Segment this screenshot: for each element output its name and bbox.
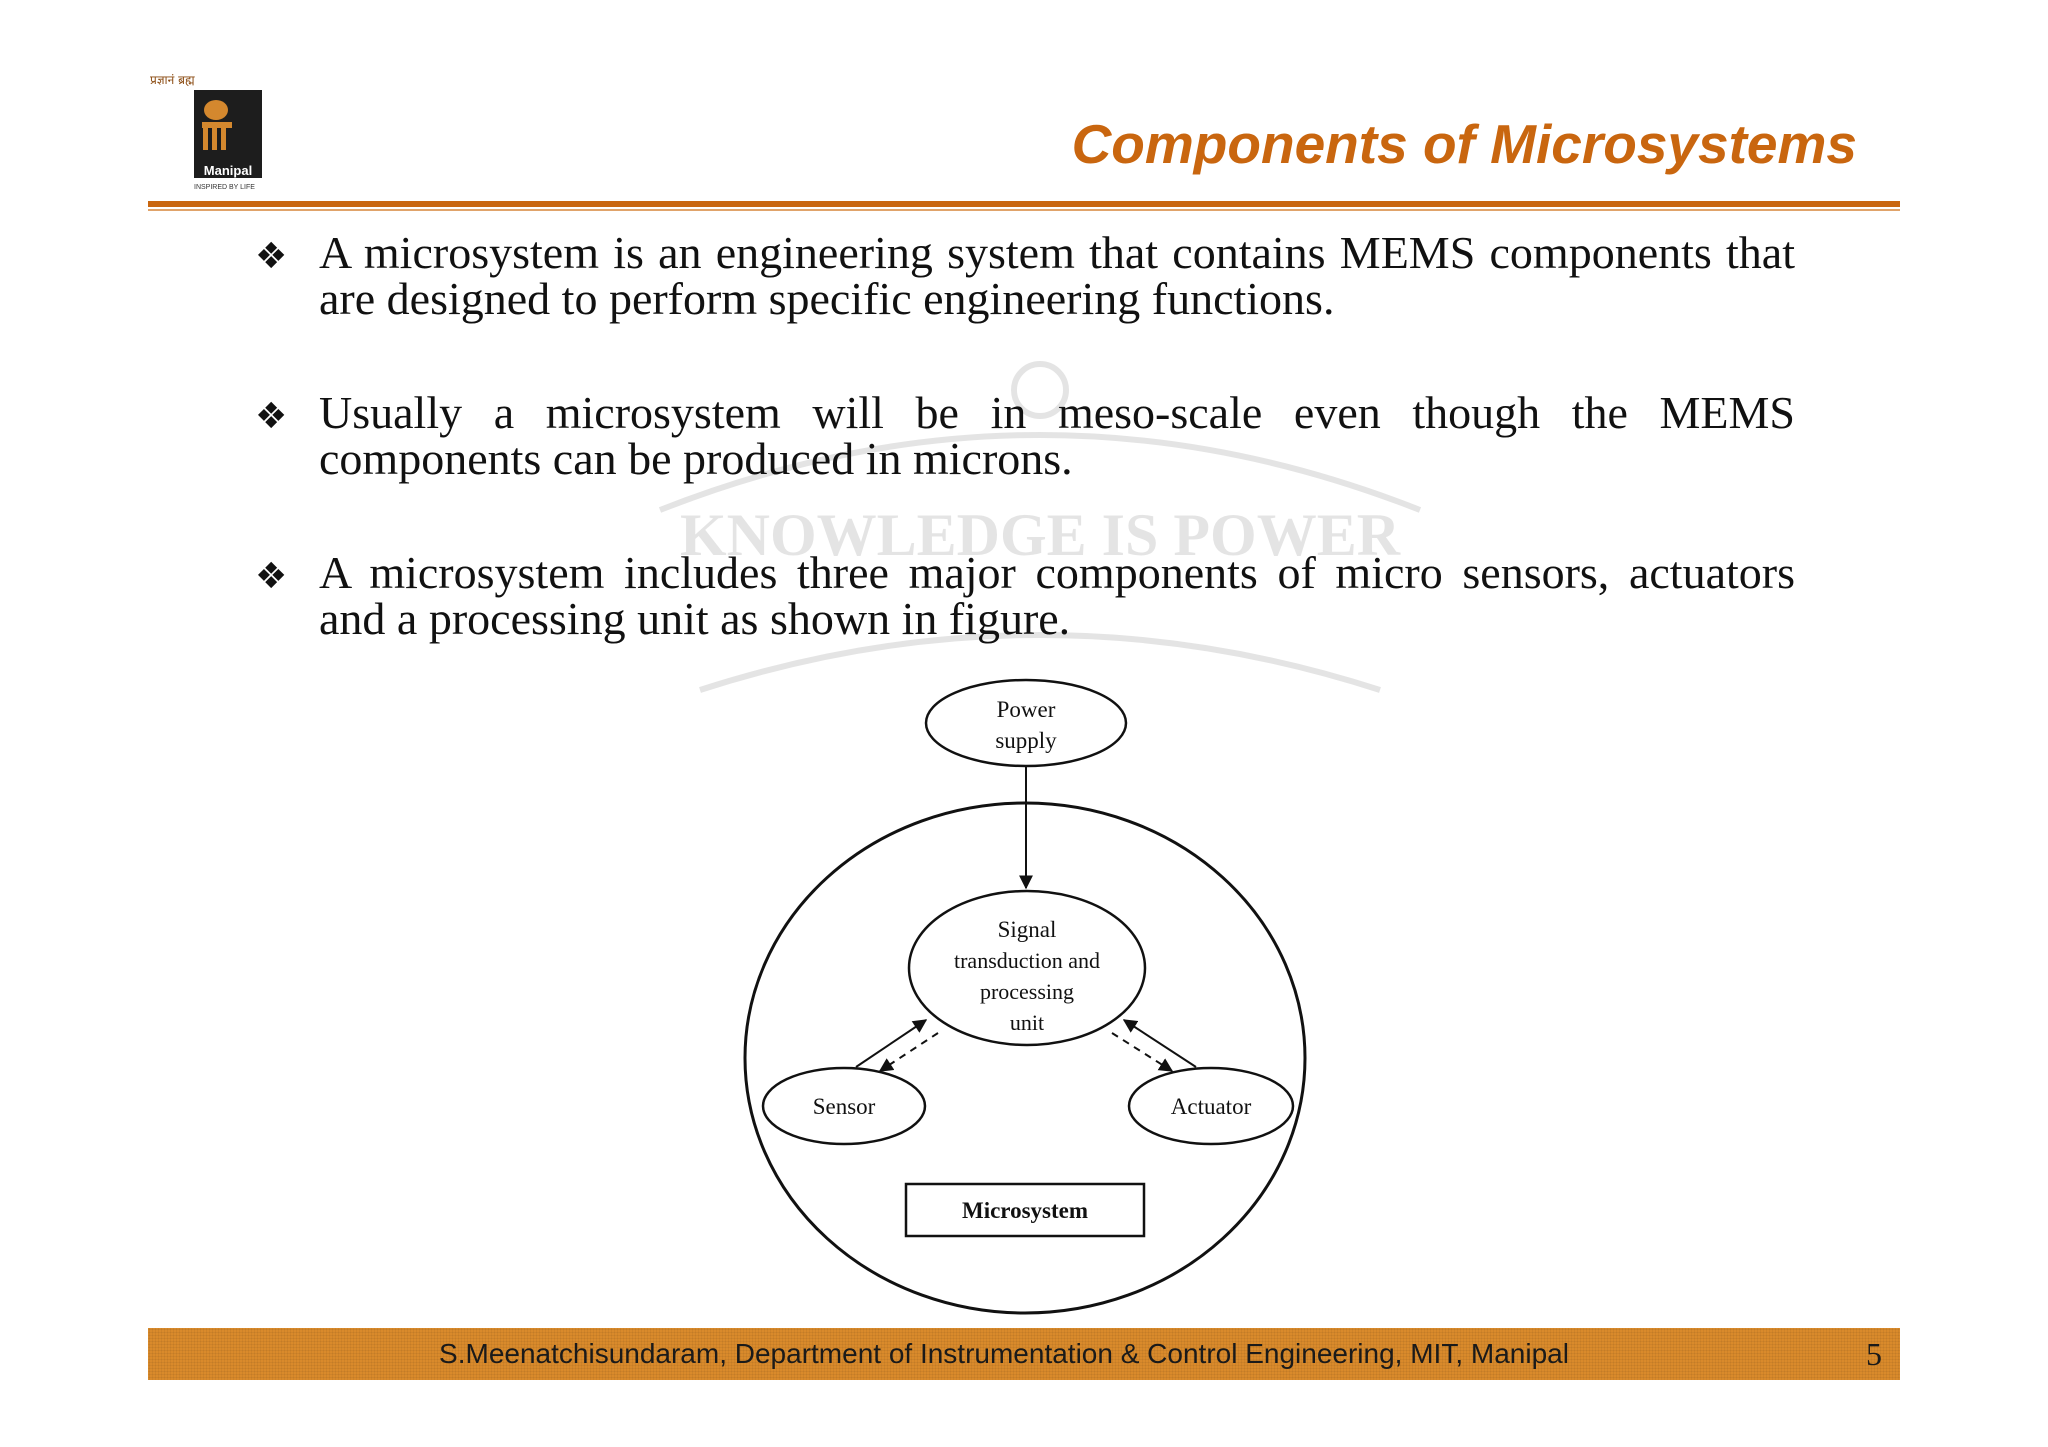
sensor-node [761, 1066, 927, 1146]
logo-wordmark: Manipal [204, 163, 252, 178]
sensor-to-processing-arrow [855, 1019, 928, 1068]
power-supply-node [924, 678, 1128, 768]
slide-title: Components of Microsystems [1071, 113, 1857, 175]
diamond-bullet-icon: ❖ [255, 236, 288, 277]
sensor-label: Sensor [813, 1094, 876, 1119]
processing-label-2: transduction and [954, 948, 1100, 973]
bullet-text: A microsystem is an engineering system t… [319, 227, 1795, 324]
microsystem-diagram: Power supply Signal transduction and pro… [743, 678, 1307, 1315]
page-number: 5 [1866, 1336, 1882, 1372]
actuator-node [1127, 1066, 1295, 1146]
watermark-emblem: KNOWLEDGE IS POWER [658, 361, 1422, 693]
manipal-logo: प्रज्ञानं ब्रह्म Manipal INSPIRED BY LIF… [150, 73, 262, 191]
bullet-item: ❖ A microsystem is an engineering system… [255, 230, 1795, 322]
bullet-text: Usually a microsystem will be in meso-sc… [319, 387, 1795, 484]
microsystem-label: Microsystem [962, 1198, 1088, 1223]
diamond-bullet-icon: ❖ [255, 556, 288, 597]
microsystem-boundary [743, 801, 1307, 1315]
power-supply-label-2: supply [995, 728, 1057, 753]
actuator-to-processing-arrow [1122, 1019, 1197, 1068]
power-supply-label-1: Power [997, 697, 1056, 722]
bullet-item: ❖ Usually a microsystem will be in meso-… [255, 390, 1795, 482]
bullet-list: ❖ A microsystem is an engineering system… [255, 230, 1795, 710]
title-underline [148, 201, 1900, 207]
footer-bar: S.Meenatchisundaram, Department of Instr… [148, 1328, 1900, 1380]
processing-unit-node [907, 889, 1147, 1047]
processing-to-actuator-arrow [1111, 1032, 1174, 1072]
actuator-label: Actuator [1171, 1094, 1252, 1119]
title-underline-thin [148, 209, 1900, 211]
processing-to-sensor-arrow [878, 1032, 939, 1072]
microsystem-label-box [904, 1182, 1146, 1238]
bullet-item: ❖ A microsystem includes three major com… [255, 550, 1795, 642]
processing-label-4: unit [1010, 1010, 1044, 1035]
processing-label-1: Signal [998, 917, 1057, 942]
bullet-text: A microsystem includes three major compo… [319, 547, 1795, 644]
watermark-text: KNOWLEDGE IS POWER [680, 502, 1401, 568]
diamond-bullet-icon: ❖ [255, 396, 288, 437]
logo-tagline: INSPIRED BY LIFE [194, 184, 255, 191]
logo-script: प्रज्ञानं ब्रह्म [150, 73, 195, 87]
footer-credit: S.Meenatchisundaram, Department of Instr… [439, 1338, 1569, 1369]
processing-label-3: processing [980, 979, 1074, 1004]
